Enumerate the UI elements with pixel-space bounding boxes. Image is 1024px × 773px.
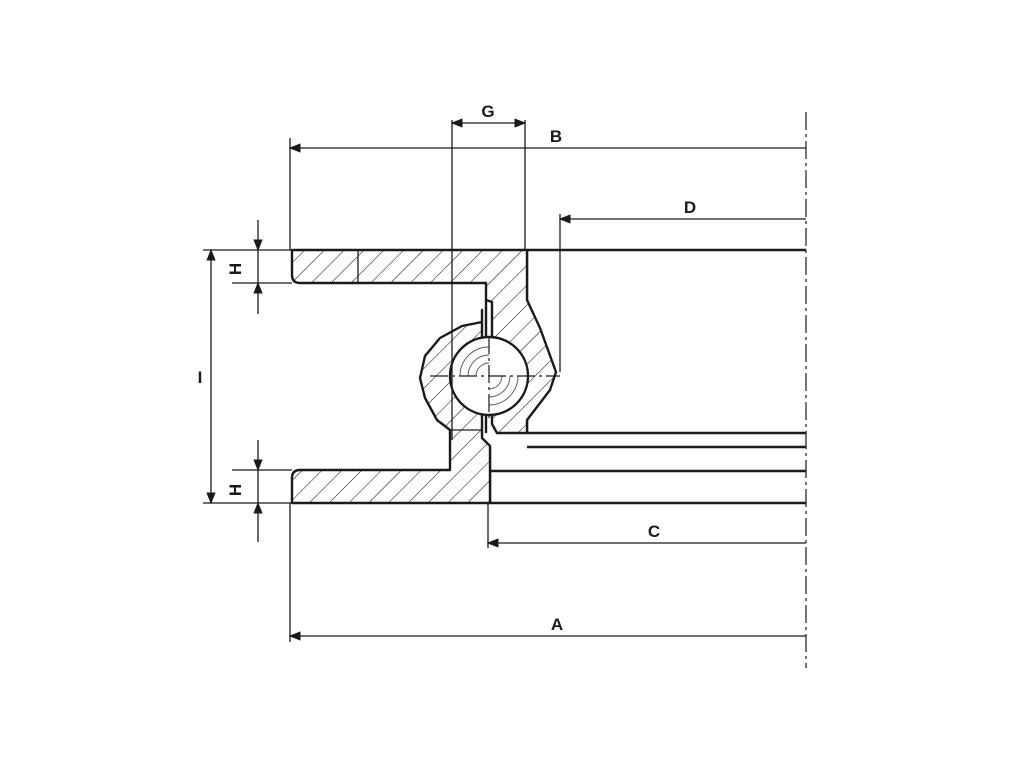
dimension-i: I: [198, 248, 292, 505]
label-h-top: H: [226, 263, 245, 275]
label-c: C: [648, 522, 660, 541]
label-h-bottom: H: [226, 484, 245, 496]
upper-ring-section: [290, 248, 558, 435]
ball-bearing: [430, 335, 560, 418]
dimension-b: B: [288, 127, 806, 250]
label-i: I: [198, 368, 203, 387]
dimension-h-top: H: [226, 220, 292, 314]
label-g: G: [481, 102, 494, 121]
dimension-a: A: [288, 503, 806, 642]
label-d: D: [684, 198, 696, 217]
lower-ring-section: [290, 308, 492, 505]
dimension-c: C: [486, 503, 806, 548]
dimension-g: G: [450, 102, 527, 440]
dimension-h-bottom: H: [226, 440, 292, 542]
dimension-d: D: [558, 198, 806, 372]
label-a: A: [551, 615, 563, 634]
label-b: B: [550, 127, 562, 146]
